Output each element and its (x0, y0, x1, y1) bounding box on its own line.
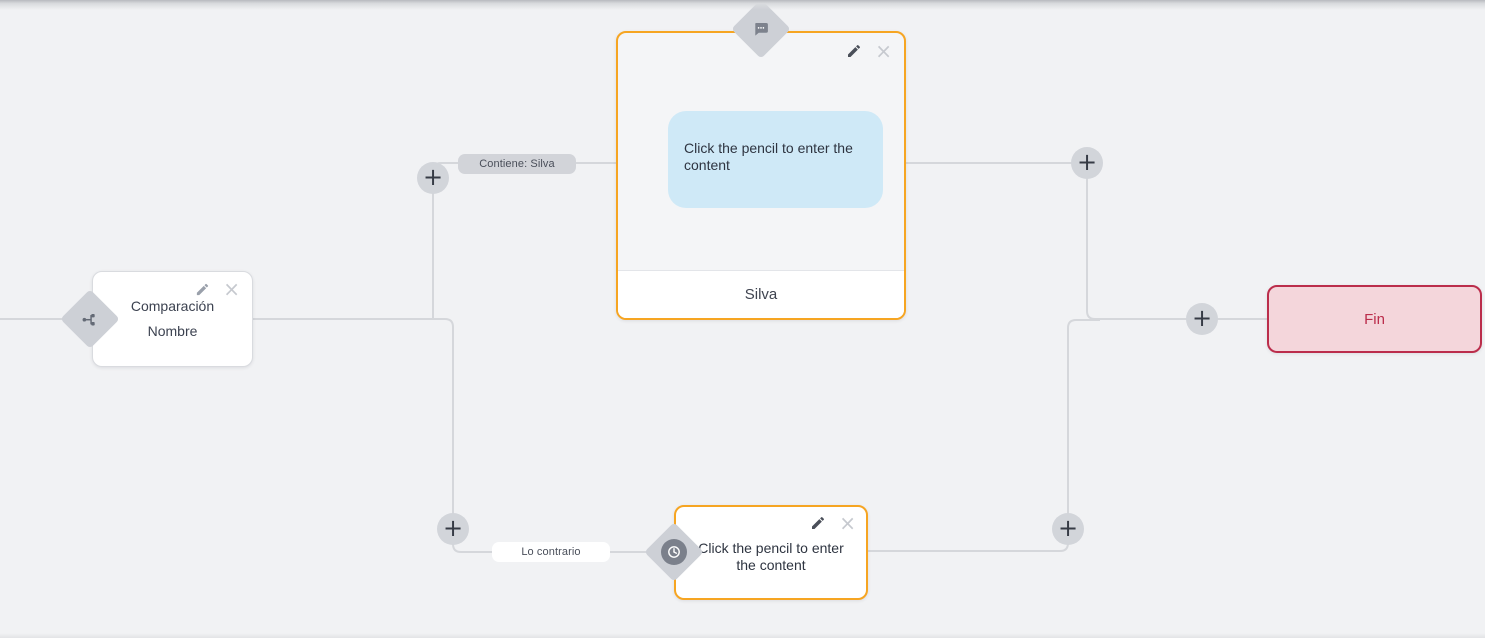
comparison-title: Comparación (130, 298, 215, 314)
add-node-button-bottom-left[interactable]: + (437, 513, 469, 545)
message-bubble: Click the pencil to enter the content (668, 111, 883, 208)
end-node[interactable]: Fin (1267, 285, 1482, 353)
message-footer: Silva (618, 270, 904, 318)
close-icon[interactable]: × (839, 511, 856, 535)
comparison-node[interactable]: × Comparación Nombre (92, 271, 253, 367)
comparison-variable: Nombre (147, 323, 198, 339)
edge-delay-to-end (866, 319, 1100, 552)
delay-diamond-badge (644, 522, 704, 582)
pencil-icon[interactable] (195, 282, 210, 297)
comparison-diamond-badge (60, 289, 120, 349)
clock-icon (661, 539, 687, 565)
edge-label-contains: Contiene: Silva (458, 154, 576, 174)
delay-node[interactable]: × Click the pencil to enter the content (674, 505, 868, 600)
pencil-icon[interactable] (810, 515, 826, 531)
branch-icon (82, 311, 99, 328)
edge-message-to-end (904, 162, 1269, 320)
chat-bubble-icon (752, 20, 770, 38)
delay-placeholder-text: Click the pencil to enter the content (698, 539, 844, 573)
add-node-button-top-left[interactable]: + (417, 162, 449, 194)
end-node-label: Fin (1364, 310, 1385, 328)
message-diamond-badge (731, 0, 791, 59)
close-icon[interactable]: × (223, 277, 240, 301)
add-node-button-bottom-right[interactable]: + (1052, 513, 1084, 545)
edge-contains-branch (432, 162, 618, 319)
add-node-button-top-right[interactable]: + (1071, 147, 1103, 179)
edge-otherwise-branch (253, 318, 676, 553)
edge-label-otherwise: Lo contrario (492, 542, 610, 562)
close-icon[interactable]: × (875, 39, 892, 63)
message-node[interactable]: × Click the pencil to enter the content … (616, 31, 906, 320)
pencil-icon[interactable] (846, 43, 862, 59)
add-node-button-before-end[interactable]: + (1186, 303, 1218, 335)
